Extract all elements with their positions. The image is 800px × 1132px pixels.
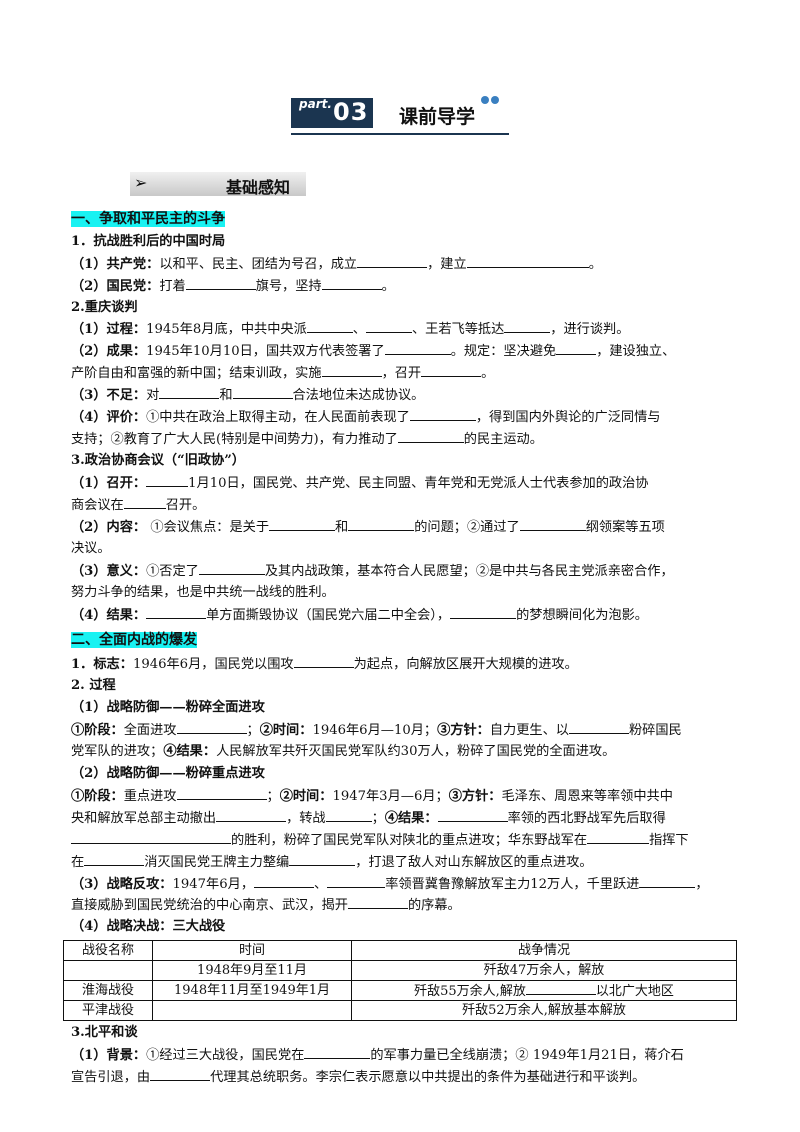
text-line: 宣告引退，由代理其总统职务。李宗仁表示愿意以中共提出的条件为基础进行和平谈判。	[71, 1070, 646, 1085]
banner-number: 03	[333, 98, 369, 126]
sub-heading: 1．抗战胜利后的中国时局	[71, 234, 226, 249]
text-line: （3）战略反攻：1947年6月，、率领晋冀鲁豫解放军主力12万人，千里跃进，	[71, 877, 709, 892]
text-line: 央和解放军总部主动撤出，转战；④结果：率领的西北野战军先后取得	[71, 811, 666, 826]
battles-table: 战役名称 时间 战争情况 1948年9月至11月 歼敌47万余人，解放 淮海战役…	[63, 940, 737, 1021]
banner-underline	[291, 133, 509, 135]
text-line: （1）过程：1945年8月底，中共中央派、、王若飞等抵达，进行谈判。	[71, 322, 630, 337]
table-header: 战争情况	[351, 940, 737, 961]
arrow-bullet-icon: ➢	[134, 173, 148, 192]
text-line: （2）国民党：打着旗号，坚持。	[71, 279, 395, 294]
sub-heading: （4）战略决战：三大战役	[71, 919, 226, 934]
text-line: 商会议在召开。	[71, 498, 206, 513]
decor-dots-icon	[481, 94, 505, 106]
table-cell: 淮海战役	[63, 980, 153, 1001]
table-row: 平津战役 歼敌52万余人,解放基本解放	[63, 1000, 737, 1021]
sub-heading: 2.重庆谈判	[71, 300, 138, 315]
text-line: 1．标志：1946年6月，国民党以围攻为起点，向解放区展开大规模的进攻。	[71, 657, 578, 672]
text-line: （4）结果：单方面撕毁协议（国民党六届二中全会），的梦想瞬间化为泡影。	[71, 608, 648, 623]
table-row: 淮海战役 1948年11月至1949年1月 歼敌55万余人,解放以北广大地区	[63, 980, 737, 1001]
table-cell: 歼敌47万余人，解放	[351, 960, 737, 981]
part-banner: part. 03 课前导学	[291, 94, 509, 136]
section-header: ➢ 基础感知	[130, 172, 306, 197]
text-line: 的胜利，粉碎了国民党军队对陕北的重点进攻；华东野战军在指挥下	[71, 831, 689, 850]
banner-title: 课前导学	[399, 106, 476, 128]
banner-part-label: part.	[299, 97, 332, 111]
text-line: 支持；②教育了广大人民(特别是中间势力)，有力推动了的民主运动。	[71, 432, 543, 447]
heading-1: 一、争取和平民主的斗争	[71, 211, 225, 227]
text-line: ①阶段：重点进攻；②时间：1947年3月—6月；③方针：毛泽东、周恩来等率领中共…	[71, 789, 673, 804]
text-line: （3）不足：对和合法地位未达成协议。	[71, 388, 425, 403]
text-line: （1）召开：1月10日，国民党、共产党、民主同盟、青年党和无党派人士代表参加的政…	[71, 476, 649, 491]
table-cell	[152, 1000, 352, 1021]
text-line: 决议。	[71, 541, 111, 556]
table-cell: 歼敌55万余人,解放以北广大地区	[351, 980, 737, 1001]
text-line: （1）背景：①经过三大战役，国民党在的军事力量已全线崩溃；② 1949年1月21…	[71, 1048, 684, 1063]
text-line: （3）意义：①否定了及其内战政策，基本符合人民愿望；②是中共与各民主党派亲密合作…	[71, 564, 674, 579]
sub-heading: 2. 过程	[71, 678, 116, 693]
sub-heading: 3.北平和谈	[71, 1025, 138, 1040]
text-line: 产阶自由和富强的新中国；结束训政，实施，召开。	[71, 366, 495, 381]
text-line: （2）内容： ①会议焦点：是关于和的问题；②通过了纲领案等五项	[71, 520, 665, 535]
text-line: （2）成果：1945年10月10日，国共双方代表签署了。规定：坚决避免，建设独立…	[71, 344, 676, 359]
table-header: 战役名称	[63, 940, 153, 961]
table-header: 时间	[152, 940, 352, 961]
table-cell: 歼敌52万余人,解放基本解放	[351, 1000, 737, 1021]
banner-dark-block	[291, 98, 373, 128]
text-line: ①阶段：全面进攻；②时间：1946年6月—10月；③方针：自力更生、以粉碎国民	[71, 723, 682, 738]
table-row: 1948年9月至11月 歼敌47万余人，解放	[63, 960, 737, 981]
sub-heading: （1）战略防御——粉碎全面进攻	[71, 700, 265, 715]
text-line: 努力斗争的结果，也是中共统一战线的胜利。	[71, 585, 335, 600]
table-cell	[63, 960, 153, 981]
sub-heading: （2）战略防御——粉碎重点进攻	[71, 766, 265, 781]
text-line: 直接威胁到国民党统治的中心南京、武汉，揭开的序幕。	[71, 898, 461, 913]
sub-heading: 3.政治协商会议（“旧政协”）	[71, 453, 245, 468]
table-cell: 平津战役	[63, 1000, 153, 1021]
section-title: 基础感知	[226, 178, 291, 197]
text-line: 党军队的进攻；④结果：人民解放军共歼灭国民党军队约30万人，粉碎了国民党的全面进…	[71, 744, 616, 759]
table-cell: 1948年9月至11月	[152, 960, 352, 981]
heading-2: 二、全面内战的爆发	[71, 632, 197, 648]
table-header-row: 战役名称 时间 战争情况	[63, 940, 737, 961]
text-line: （4）评价：①中共在政治上取得主动，在人民面前表现了，得到国内外舆论的广泛同情与	[71, 410, 661, 425]
text-line: 在消灭国民党王牌主力整编，打退了敌人对山东解放区的重点进攻。	[71, 855, 593, 870]
table-cell: 1948年11月至1949年1月	[152, 980, 352, 1001]
text-line: （1）共产党：以和平、民主、团结为号召，成立，建立。	[71, 257, 602, 272]
